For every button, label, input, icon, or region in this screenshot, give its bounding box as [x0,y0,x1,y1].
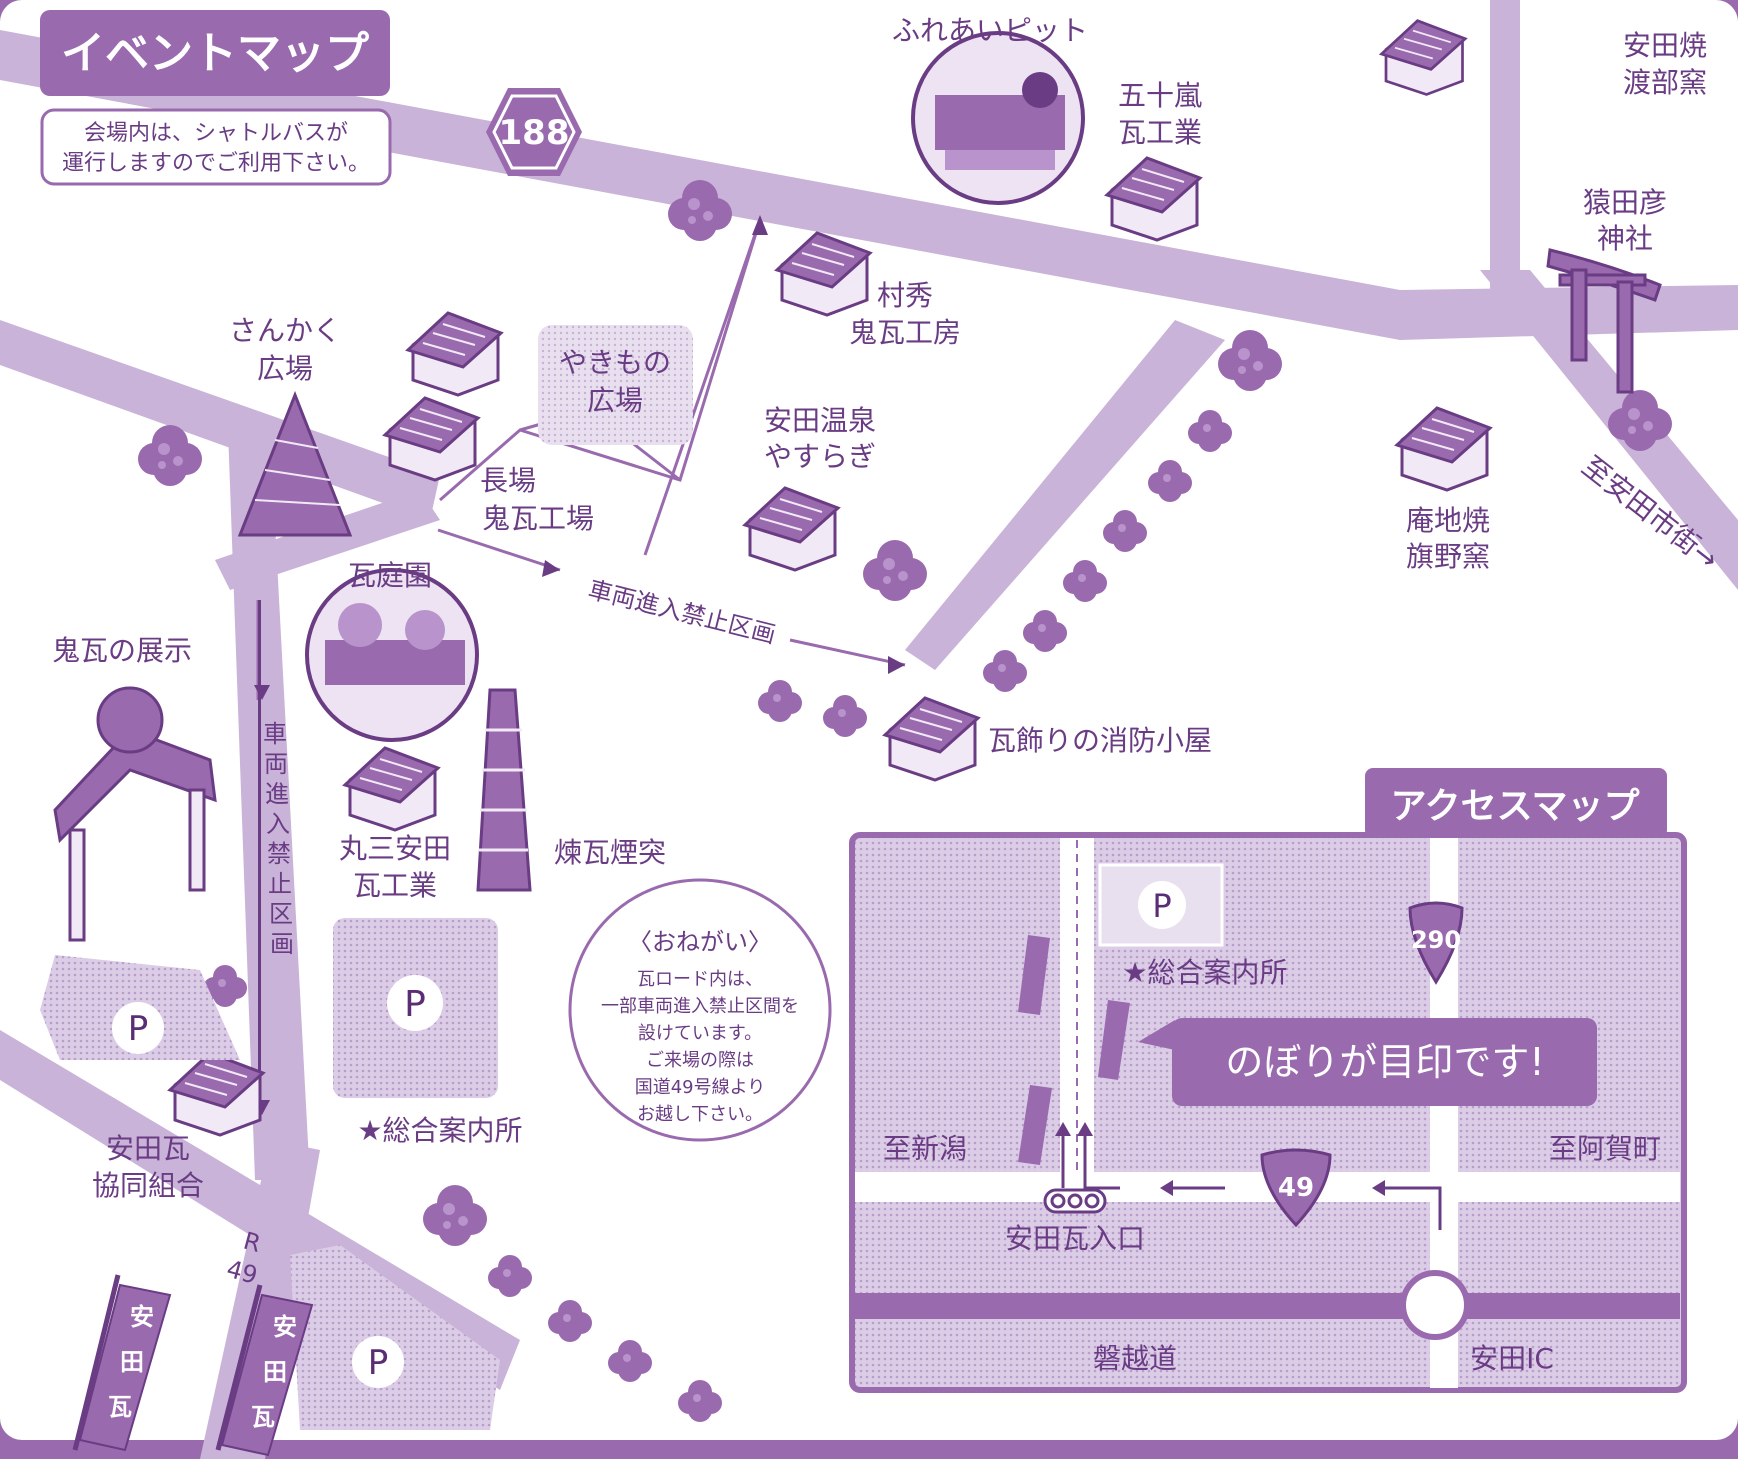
nagaba-label-2: 鬼瓦工場 [482,502,594,535]
parking-lot-center: P [333,918,498,1098]
yakimono-plaza-zone [538,325,693,445]
event-map-title: イベントマップ [61,28,369,79]
sarutahiko-torii [1546,248,1662,394]
request-notice: 〈おねがい〉 瓦ロード内は、 一部車両進入禁止区間を 設けています。 ご来場の際… [568,878,832,1142]
sarutahiko-label-1: 猿田彦 [1583,186,1667,219]
marusan-label-1: 丸三安田 [339,832,451,865]
svg-text:国道49号線より: 国道49号線より [635,1077,766,1098]
svg-text:田: 田 [120,1348,144,1376]
nagaba-label-1: 長場 [480,464,536,497]
route-290-sign: 290 [1411,926,1461,954]
svg-text:安: 安 [273,1313,297,1341]
coop-label-2: 協同組合 [92,1169,204,1202]
route-188-sign: 188 [486,88,582,176]
ic-label: 安田IC [1470,1342,1554,1375]
sankaku-label-2: 広場 [257,352,313,385]
muraide-label-1: 村秀 [877,279,933,312]
svg-text:瓦: 瓦 [108,1393,132,1421]
svg-text:区: 区 [269,900,293,928]
onsen-label-1: 安田温泉 [764,404,876,437]
sankaku-monument [237,390,353,537]
svg-text:車: 車 [263,720,287,748]
shuttle-note-line-1: 会場内は、シャトルバスが [84,121,348,146]
svg-text:瓦ロード内は、: 瓦ロード内は、 [637,969,763,990]
svg-text:禁: 禁 [267,840,291,868]
callout-text: のぼりが目印です! [1225,1040,1544,1084]
onigawara-gate [53,686,217,942]
to-niigata-label: 至新潟 [883,1132,967,1165]
yakimono-label-2: 広場 [587,384,643,417]
chimney-label: 煉瓦煙突 [554,836,666,869]
onigawara-exhibit-label: 鬼瓦の展示 [52,634,192,667]
igarashi-label-2: 瓦工業 [1118,116,1202,149]
svg-text:瓦: 瓦 [251,1403,275,1431]
svg-text:P: P [404,984,426,1025]
to-aga-label: 至阿賀町 [1549,1132,1661,1165]
svg-text:入: 入 [266,810,290,838]
svg-text:一部車両進入禁止区間を: 一部車両進入禁止区間を [601,996,799,1017]
info-center-label: ★総合案内所 [357,1114,522,1147]
svg-text:188: 188 [499,113,570,153]
access-map-title: アクセスマップ [1390,786,1639,827]
svg-text:お越し下さい。: お越し下さい。 [637,1104,763,1125]
brick-chimney [476,688,532,892]
muraide-label-2: 鬼瓦工房 [849,316,961,349]
svg-text:P: P [128,1009,149,1049]
sankaku-label-1: さんかく [229,314,341,347]
fire-hut-label: 瓦飾りの消防小屋 [988,724,1212,757]
route-r49-label: R 49 [224,1227,264,1290]
shuttle-note-line-2: 運行しますのでご利用下さい。 [62,151,370,176]
route-49-sign: 49 [1278,1173,1314,1203]
entrance-label: 安田瓦入口 [1005,1222,1145,1255]
onsen-label-2: やすらぎ [764,440,876,473]
anchiyaki-label-2: 旗野窯 [1406,540,1490,573]
svg-text:画: 画 [270,930,294,958]
parking-lot-south: P [290,1245,500,1430]
svg-text:安: 安 [130,1303,154,1331]
shuttle-note-box: 会場内は、シャトルバスが 運行しますのでご利用下さい。 [40,108,392,186]
event-map-title-badge: イベントマップ [40,10,390,96]
expressway-label: 磐越道 [1093,1342,1177,1375]
coop-label-1: 安田瓦 [106,1132,190,1165]
svg-text:ご来場の際は: ご来場の際は [646,1050,754,1071]
sarutahiko-label-2: 神社 [1597,222,1653,255]
no-vehicle-zone-vertical-label: 車 両 進 入 禁 止 区 画 [263,720,294,958]
svg-text:進: 進 [265,780,289,808]
igarashi-label-1: 五十嵐 [1118,79,1202,112]
yakimono-label-1: やきもの [559,346,671,379]
access-info-center-label: ★総合案内所 [1122,956,1287,989]
svg-text:P: P [368,1343,389,1383]
anchiyaki-label-1: 庵地焼 [1406,504,1490,537]
no-entry-arrows [254,215,905,1115]
svg-text:設けています。: 設けています。 [638,1023,762,1044]
gateien-label: 瓦庭園 [348,559,432,592]
svg-text:R: R [240,1227,263,1258]
svg-text:止: 止 [268,870,292,898]
request-title: 〈おねがい〉 [628,928,772,956]
fureai-pit-label: ふれあいピット [892,14,1088,47]
banner-flag-2: 安 田 瓦 [215,1284,314,1457]
fureai-pit-photo [911,31,1085,205]
marusan-label-2: 瓦工業 [353,869,437,902]
parking-lot-west: P [40,955,240,1060]
gateien-photo [305,568,479,742]
access-parking-label: P [1152,887,1171,925]
banner-flag-1: 安 田 瓦 [72,1274,172,1452]
watabe-label-1: 安田焼 [1623,29,1707,62]
watabe-label-2: 渡部窯 [1623,66,1707,99]
svg-text:両: 両 [264,750,288,778]
access-map: アクセスマップ P のぼりが目印です! ★総合案内所 至新潟 至阿賀町 安田瓦入… [849,768,1687,1393]
svg-text:田: 田 [263,1358,287,1386]
